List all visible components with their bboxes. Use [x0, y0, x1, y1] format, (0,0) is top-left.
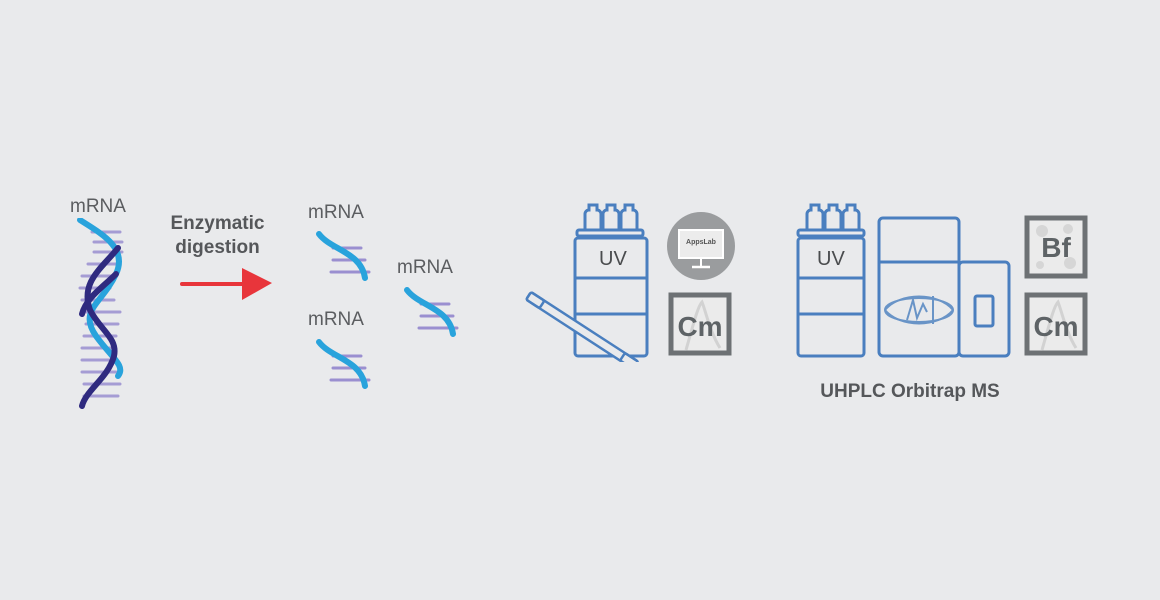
mrna-fragment-icon — [316, 231, 371, 281]
chromeleon-label-ms: Cm — [1033, 311, 1078, 342]
enzymatic-digestion-label: Enzymatic digestion — [155, 212, 280, 260]
mrna-fragment-label-2: mRNA — [308, 309, 364, 330]
uhplc-orbitrap-ms-icon: UV — [796, 203, 1011, 358]
mrna-fragment-label-3: mRNA — [397, 257, 453, 278]
hplc-uv-stack-icon: UV — [525, 203, 649, 362]
chromeleon-label: Cm — [677, 311, 722, 342]
enzymatic-label-line2: digestion — [175, 237, 260, 258]
mrna-fragment-label-1: mRNA — [308, 202, 364, 223]
mrna-fragment-icon — [404, 287, 459, 337]
instrument-caption: UHPLC Orbitrap MS — [820, 381, 1000, 402]
biopharma-finder-label: Bf — [1041, 232, 1071, 263]
mrna-fragment-icon — [316, 339, 371, 389]
arrow-right-icon — [180, 268, 272, 300]
appslab-label: AppsLab — [686, 239, 716, 246]
uv-module-label: UV — [599, 248, 627, 270]
enzymatic-label-line1: Enzymatic — [170, 213, 265, 234]
uv-module-label-ms: UV — [817, 248, 845, 270]
mrna-label-full: mRNA — [70, 196, 126, 217]
appslab-monitor-icon[interactable]: AppsLab — [665, 210, 737, 282]
mrna-helix-icon — [77, 218, 124, 409]
biopharma-finder-icon[interactable]: Bf — [1024, 215, 1088, 279]
chromeleon-icon[interactable]: Cm — [1024, 292, 1088, 356]
chromeleon-icon[interactable]: Cm — [668, 292, 732, 356]
